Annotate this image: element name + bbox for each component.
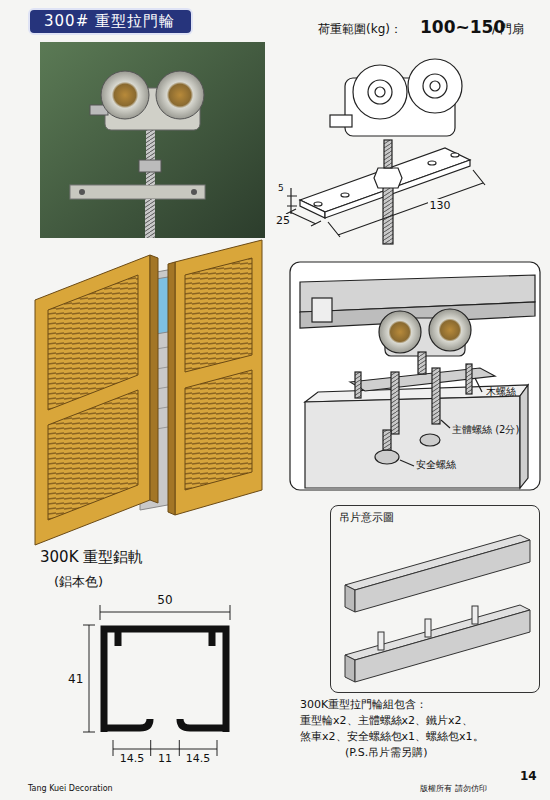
- install-detail: [290, 262, 540, 490]
- load-range: / 門扇: [492, 22, 524, 36]
- rail-profile: [83, 605, 230, 756]
- node-heading: 吊片意示圖: [339, 510, 531, 525]
- title-badge: 300# 重型拉門輪: [28, 8, 193, 35]
- product-photo: [40, 42, 265, 238]
- dimension: 130: [428, 199, 453, 212]
- sliding-doors: [35, 240, 262, 545]
- hanger-sketch: [345, 535, 530, 682]
- callout: 木螺絲: [486, 386, 516, 398]
- dimension: 11: [158, 752, 172, 765]
- wheel-drawing: [286, 59, 485, 244]
- dimension: 14.5: [186, 752, 211, 765]
- dimension: 5: [278, 183, 284, 194]
- footer-text: 版權所有 請勿仿印: [420, 784, 487, 794]
- dimension: 50: [157, 593, 172, 607]
- callout: 主體螺絲 (2分): [452, 424, 519, 436]
- note: 重型輪x2、主體螺絲x2、鐵片x2、: [300, 714, 473, 727]
- dimension: 41: [68, 672, 83, 686]
- note: 300K重型拉門輪組包含：: [300, 698, 427, 711]
- footer-text: Tang Kuei Decoration: [28, 784, 113, 794]
- note: 300K 重型鋁軌: [40, 548, 143, 566]
- note: (鋁本色): [54, 574, 103, 590]
- dimension: 14.5: [120, 752, 145, 765]
- dimension: 25: [274, 214, 292, 227]
- footer-text: 14: [520, 769, 537, 783]
- note: 煞車x2、安全螺絲包x1、螺絲包x1。: [300, 730, 484, 743]
- note: (P.S.吊片需另購): [345, 746, 427, 759]
- inset-panel: 吊片意示圖: [330, 505, 540, 693]
- load-range: 荷重範圍(kg)：: [318, 22, 402, 36]
- callout: 安全螺絲: [416, 459, 456, 471]
- node-heading: 300# 重型拉門輪: [44, 12, 177, 31]
